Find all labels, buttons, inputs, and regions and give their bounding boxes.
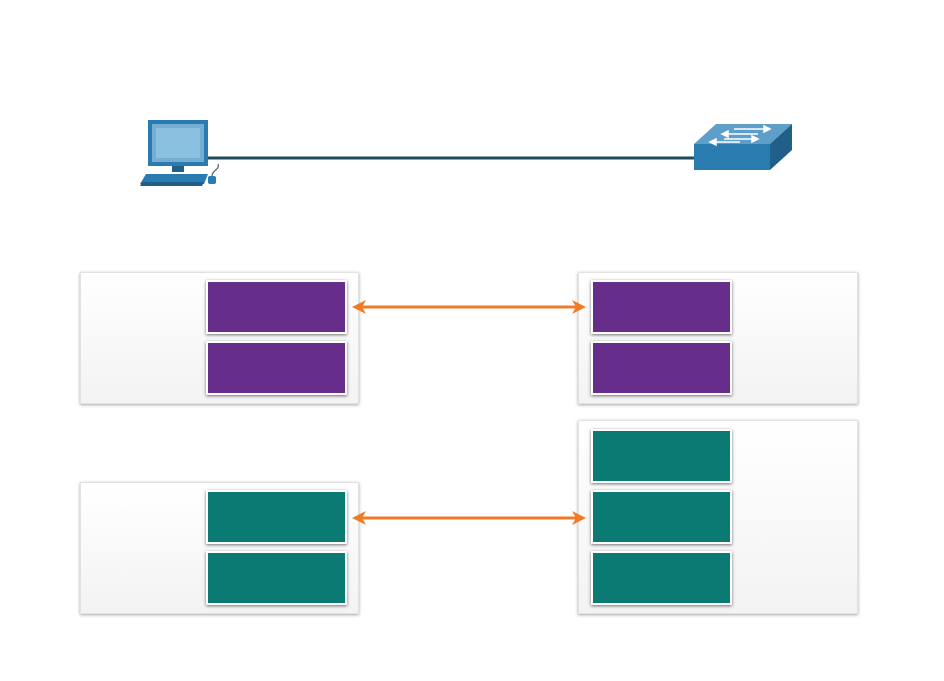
switch-bottom-block-2 bbox=[591, 490, 732, 544]
pc-top-block-1 bbox=[206, 280, 347, 334]
switch-bottom-block-1 bbox=[591, 429, 732, 483]
pc-bottom-block-2 bbox=[206, 551, 347, 605]
switch-bottom-block-3 bbox=[591, 551, 732, 605]
computer-icon bbox=[140, 120, 219, 186]
pc-top-block-2 bbox=[206, 341, 347, 395]
switch-icon bbox=[694, 124, 792, 170]
pc-bottom-block-1 bbox=[206, 490, 347, 544]
switch-top-block-2 bbox=[591, 341, 732, 395]
switch-top-block-1 bbox=[591, 280, 732, 334]
